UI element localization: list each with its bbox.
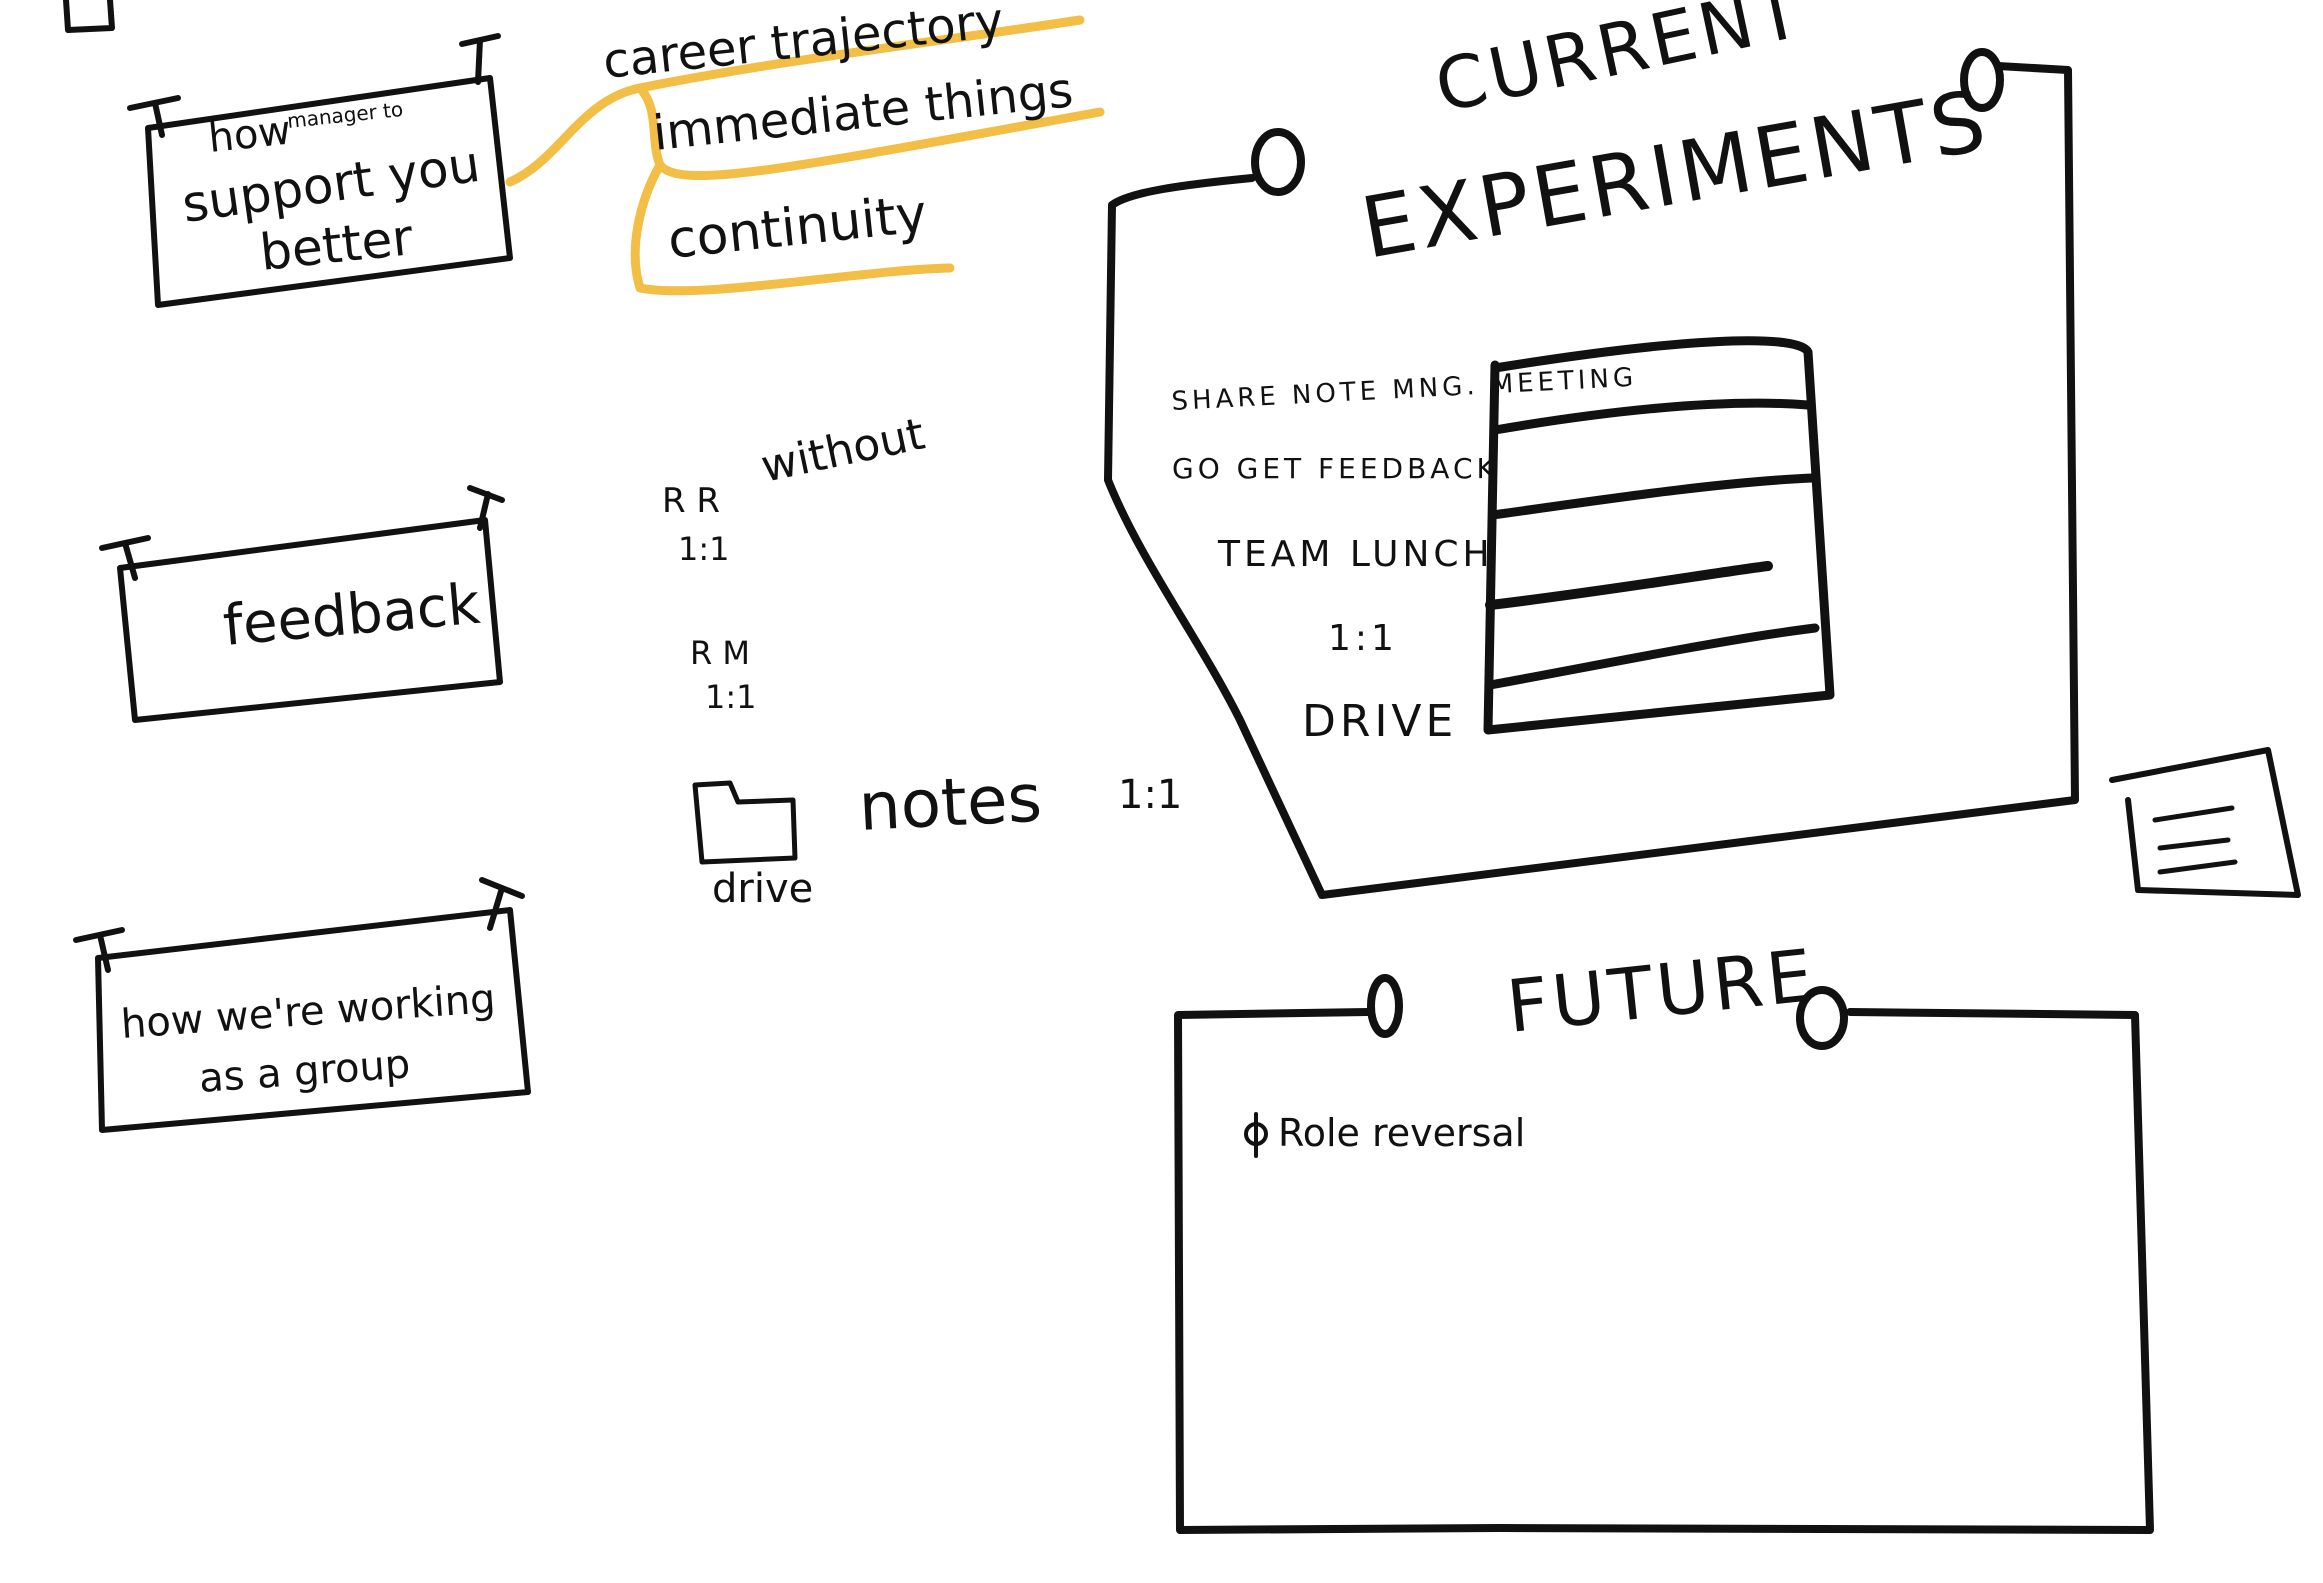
sign-group-board [95,907,531,1133]
sign-group-hook-right [479,877,525,931]
sign-feedback: feedback [99,485,505,723]
sign-support-hook-left [127,95,181,138]
experiment-tracker-grid [1483,336,1835,735]
sign-group-line2: as a group [197,1041,411,1102]
folder-icon [692,780,798,865]
sign-feedback-board [117,517,503,723]
sign-support-line1: how [206,108,293,162]
current-title-line1: CURRENT [1428,0,1812,129]
sign-feedback-hook-left [99,535,151,581]
current-hanger-right [1960,48,2004,112]
pair-rm-label: R M [690,634,750,672]
sign-group-hook-left [73,927,125,973]
sign-feedback-label: feedback [221,572,484,659]
small-note-card [2109,747,2301,898]
notes-label: notes [857,760,1044,846]
sign-support-hook-right [459,33,501,85]
folder-drive-label: drive [712,866,813,912]
sign-feedback-hook-right [467,485,505,531]
experiment-item-drive: DRIVE [1302,696,1457,747]
future-board [1174,1008,2154,1534]
topic-bracket [505,15,1105,296]
future-item-role-reversal: Role reversal [1278,1111,1525,1155]
corner-fragment [63,0,115,33]
experiment-item-team-lunch: TEAM LUNCH [1217,534,1494,575]
sign-support-better: how manager to support you better [127,33,513,308]
experiment-item-feedback: GO GET FEEDBACK [1172,452,1499,485]
experiment-item-share-notes: SHARE NOTE MNG. MEETING [1171,363,1638,417]
experiment-item-one-on-one: 1:1 [1328,618,1398,659]
topic-continuity: continuity [665,184,930,271]
pair-rm-ratio: 1:1 [705,678,757,716]
current-hanger-left [1251,128,1305,196]
current-experiments-board [1104,62,2079,899]
sign-support-board [145,75,513,308]
current-experiments-panel: CURRENT EXPERIMENTS SHARE NOTE MNG. MEET… [1104,0,2301,899]
future-hanger-left [1367,974,1403,1038]
future-bullet-icon [1244,1112,1268,1158]
without-label: without [757,408,929,492]
pair-rr-ratio: 1:1 [678,530,730,568]
notes-ratio: 1:1 [1118,772,1182,818]
pair-rr-label: R R [662,481,720,521]
future-title: FUTURE [1503,933,1820,1049]
sign-group-line1: how we're working [119,976,496,1048]
sign-group: how we're working as a group [73,877,531,1133]
future-hanger-right [1796,986,1848,1050]
future-panel: FUTURE Role reversal [1174,933,2154,1534]
